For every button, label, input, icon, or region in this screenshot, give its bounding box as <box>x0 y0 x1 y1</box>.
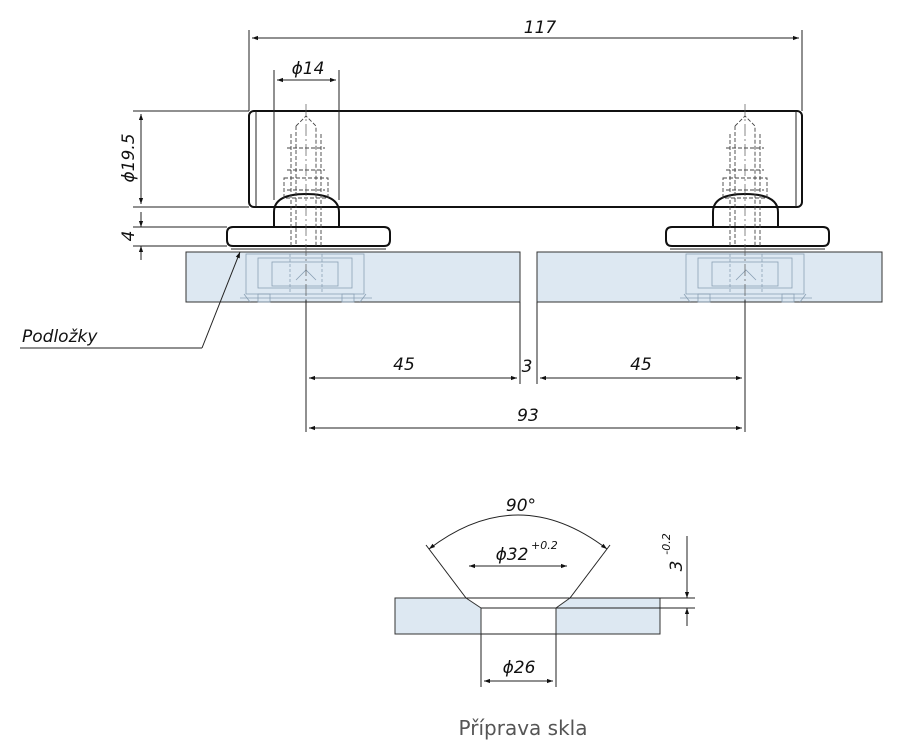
dimension-washer-thickness: 4 <box>119 212 227 260</box>
glass-preparation-detail: 90° ϕ32 +0.2 3 -0.2 ϕ26 <box>394 496 695 687</box>
dim-45-left-label: 45 <box>393 355 415 375</box>
dimension-left-span: 45 <box>309 355 517 381</box>
dimension-overall-length: 117 <box>248 18 803 111</box>
handle-bar <box>248 110 803 208</box>
glass-panel-right <box>536 251 883 303</box>
dim-4-label: 4 <box>119 231 139 242</box>
dim-phi14-label: ϕ14 <box>292 59 325 79</box>
caption: Příprava skla <box>459 716 588 740</box>
dim-phi26-label: ϕ26 <box>503 658 536 678</box>
dim-45-right-label: 45 <box>630 355 652 375</box>
dim-3-label: 3 <box>522 357 533 377</box>
standoff-right <box>665 104 830 312</box>
dimension-gap: 3 <box>522 357 533 377</box>
dim-93-label: 93 <box>517 406 539 426</box>
dimension-right-span: 45 <box>540 355 742 381</box>
washers-callout: Podložky <box>20 251 241 349</box>
dimension-height: ϕ19.5 <box>119 110 249 208</box>
dim-depth-tolerance: -0.2 <box>660 533 673 554</box>
dim-phi32-tolerance: +0.2 <box>531 539 558 552</box>
dim-117-label: 117 <box>524 18 557 38</box>
washers-label: Podložky <box>22 327 98 347</box>
dimension-bolt-diameter: ϕ14 <box>273 59 340 200</box>
dim-phi32-label: ϕ32 <box>496 545 529 565</box>
dim-90deg-label: 90° <box>506 496 536 516</box>
glass-panel-left <box>185 251 521 303</box>
dimension-bolt-centers: 93 <box>309 406 742 431</box>
standoff-left <box>226 104 391 312</box>
dim-phi195-label: ϕ19.5 <box>119 133 139 182</box>
dim-depth-label: 3 <box>667 561 687 572</box>
countersunk-insert-left <box>240 253 372 303</box>
